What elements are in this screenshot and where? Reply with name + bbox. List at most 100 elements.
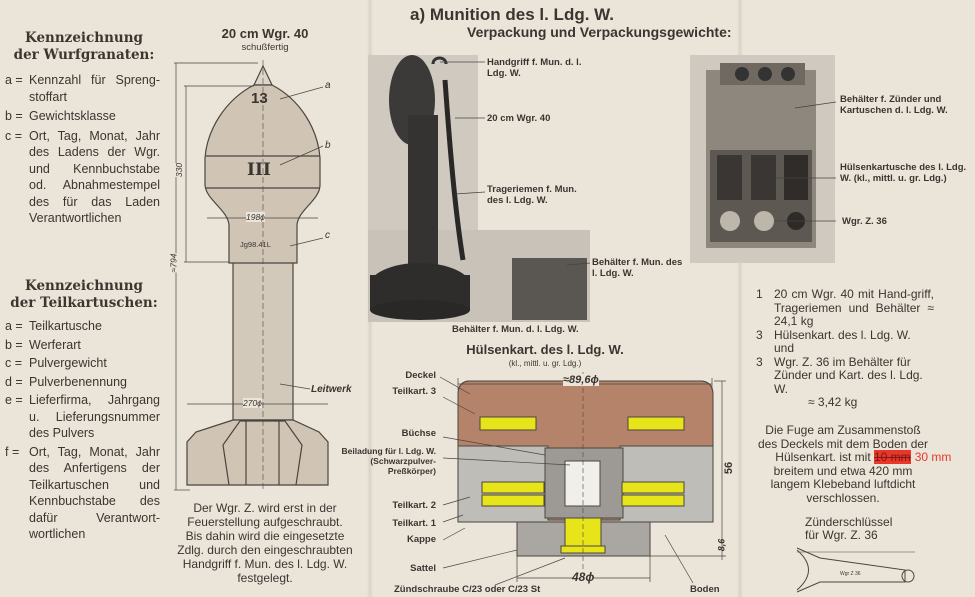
fuze-wrench-drawing [796, 547, 915, 593]
legend-teilkartuschen: a = Teilkartusche b = Werferart c = Pulverg… [5, 318, 160, 543]
legend-key: b = [5, 337, 23, 352]
label-trageriemen: Trageriemen f. Mun. des l. Ldg. W. [487, 184, 577, 206]
mark-c-value: Jg98.41L [240, 240, 271, 249]
dim-height: 56 [723, 461, 736, 475]
tape-note: Die Fuge am Zusammenstoß des Deckels mit… [757, 423, 951, 505]
cartridge-subtitle: (kl., mittl. u. gr. Ldg.) [508, 359, 582, 368]
weight-item: 1 20 cm Wgr. 40 mit Hand-griff, Trageriem… [756, 287, 934, 329]
legend-text: Pulvergewicht [29, 356, 107, 370]
photo-fuze-container [690, 55, 837, 263]
legend-key: e = [5, 393, 23, 407]
note-struck-value: 10 mm [874, 450, 911, 464]
legend-item: a =Kennzahl für Spreng-stoffart [5, 72, 160, 105]
caption-line: Der Wgr. Z. wird erst in der [193, 501, 337, 515]
label-wgr-z36: Wgr. Z. 36 [842, 216, 887, 227]
weight-text: Wgr. Z. 36 im Behälter für Zünder und Ka… [774, 354, 923, 396]
weight-text: 20 cm Wgr. 40 mit Hand-griff, Tragerieme… [774, 287, 934, 328]
page-fold [737, 0, 743, 597]
cartridge-section-drawing [439, 372, 726, 586]
legend-text: Ort, Tag, Monat, Jahr des Anfertigens de… [29, 444, 160, 542]
dim-270: 270ϕ [243, 398, 262, 408]
label-beiladung: Beiladung für l. Ldg. W. (Schwarzpulver-… [341, 446, 436, 476]
mark-a-value: 13 [251, 90, 268, 107]
legend-key: f = [5, 444, 20, 459]
label-teilkart3: Teilkart. 3 [392, 386, 436, 397]
dim-base: 48ϕ [572, 570, 595, 584]
note-text: breitem und etwa 420 mm langem Klebeband… [770, 463, 916, 505]
legend-key: c = [5, 128, 23, 143]
heading-line: Kennzeichnung [25, 30, 143, 46]
legend-key: c = [5, 356, 23, 370]
weight-count: 3 [756, 327, 763, 342]
heading-line: Kennzeichnung [25, 278, 143, 294]
legend-wurfgranaten: a =Kennzahl für Spreng-stoffart b = Gewic… [5, 72, 160, 227]
label-huelsenkartusche: Hülsenkartusche des l. Ldg. W. (kl., mit… [840, 162, 967, 184]
note-text: Die Fuge am Zusammenstoß des Deckels mit… [757, 423, 929, 464]
caption-line: Bis dahin wird die eingesetzte [185, 529, 345, 543]
label-teilkart1: Teilkart. 1 [392, 518, 436, 529]
dim-330: 330 [174, 162, 185, 178]
weight-item: 3 Hülsenkart. des l. Ldg. W. und [756, 327, 934, 356]
label-wgr40: 20 cm Wgr. 40 [487, 113, 551, 124]
dim-794: ≈794 [168, 253, 179, 273]
weight-count: 1 [756, 287, 763, 301]
mark-b-value: III [247, 160, 271, 180]
wrench-inner-label: Wgr Z 36 [840, 571, 861, 577]
shell-title: 20 cm Wgr. 40 [221, 26, 309, 41]
legend-key: a = [5, 319, 23, 333]
cartridge-title: Hülsenkart. des l. Ldg. W. [466, 342, 624, 357]
photo-ammunition-container [368, 55, 591, 322]
legend-text: Werferart [29, 337, 81, 352]
page-title: a) Munition des l. Ldg. W. [410, 5, 614, 24]
weight-item: 3 Wgr. Z. 36 im Behälter für Zünder und K… [756, 354, 934, 397]
legend-key: b = [5, 109, 23, 123]
legend-item: f = Ort, Tag, Monat, Jahr des Anfertigens… [5, 444, 160, 543]
photo1-caption: Behälter f. Mun. d. l. Ldg. W. [452, 324, 579, 335]
heading-wurfgranaten: Kennzeichnung der Wurfgranaten: [0, 30, 168, 64]
weights-list: 1 20 cm Wgr. 40 mit Hand-griff, Trageriem… [756, 287, 934, 410]
legend-item: e = Lieferfirma, Jahrgang u. Lieferungsnu… [5, 392, 160, 442]
label-sattel: Sattel [410, 563, 436, 574]
label-buechse: Büchse [401, 428, 436, 439]
wrench-title-line: für Wgr. Z. 36 [805, 528, 878, 542]
label-behaelter: Behälter f. Mun. des l. Ldg. W. [592, 257, 683, 279]
heading-teilkartuschen: Kennzeichnung der Teilkartuschen: [0, 278, 168, 312]
page-subtitle: Verpackung und Verpackungsgewichte: [467, 24, 732, 40]
dim-sattel: 8,6 [716, 538, 727, 552]
legend-text: Teilkartusche [29, 319, 102, 333]
note-correction: 30 mm [914, 450, 952, 464]
label-b: b [325, 140, 331, 151]
legend-text: Pulverbenennung [29, 374, 127, 389]
legend-item: c = Ort, Tag, Monat, Jahr des Ladens der … [5, 128, 160, 227]
caption-line: Handgriff f. Mun. des l. Ldg. W. [182, 557, 348, 571]
weight-text: Hülsenkart. des l. Ldg. W. und [774, 327, 911, 355]
heading-line: der Wurfgranaten: [13, 47, 155, 63]
dim-width: ≈89,6ϕ [563, 374, 599, 386]
legend-text: Ort, Tag, Monat, Jahr des Ladens der Wgr… [29, 128, 160, 226]
legend-item: a = Teilkartusche [5, 318, 160, 335]
label-zuendschraube: Zündschraube C/23 oder C/23 St [394, 584, 541, 595]
shell-caption: Der Wgr. Z. wird erst in der Feuerstellu… [165, 501, 365, 585]
label-leitwerk: Leitwerk [311, 384, 352, 395]
legend-item: b = Gewichtsklasse [5, 108, 160, 125]
label-teilkart2: Teilkart. 2 [392, 500, 436, 511]
weight-count: 3 [756, 354, 763, 369]
heading-line: der Teilkartuschen: [10, 295, 158, 311]
legend-text: Gewichtsklasse [29, 109, 116, 123]
label-deckel: Deckel [405, 370, 436, 381]
weight-total: ≈ 3,42 kg [808, 395, 858, 409]
legend-item: c = Pulvergewicht [5, 355, 160, 372]
legend-item: b = Werferart [5, 337, 160, 354]
label-c: c [325, 230, 330, 241]
legend-text: Kennzahl für Spreng-stoffart [29, 73, 160, 104]
legend-key: d = [5, 374, 23, 389]
label-kappe: Kappe [406, 534, 436, 545]
legend-text: Lieferfirma, Jahrgang u. Lieferungsnumme… [29, 393, 160, 440]
shell-drawing [174, 60, 329, 491]
shell-subtitle: schußfertig [241, 42, 289, 53]
label-behaelter-zuender: Behälter f. Zünder und Kartuschen d. l. … [840, 94, 948, 116]
label-boden: Boden [690, 584, 720, 595]
label-handgriff: Handgriff f. Mun. d. l. Ldg. W. [487, 57, 582, 79]
caption-line: festgelegt. [237, 571, 293, 585]
